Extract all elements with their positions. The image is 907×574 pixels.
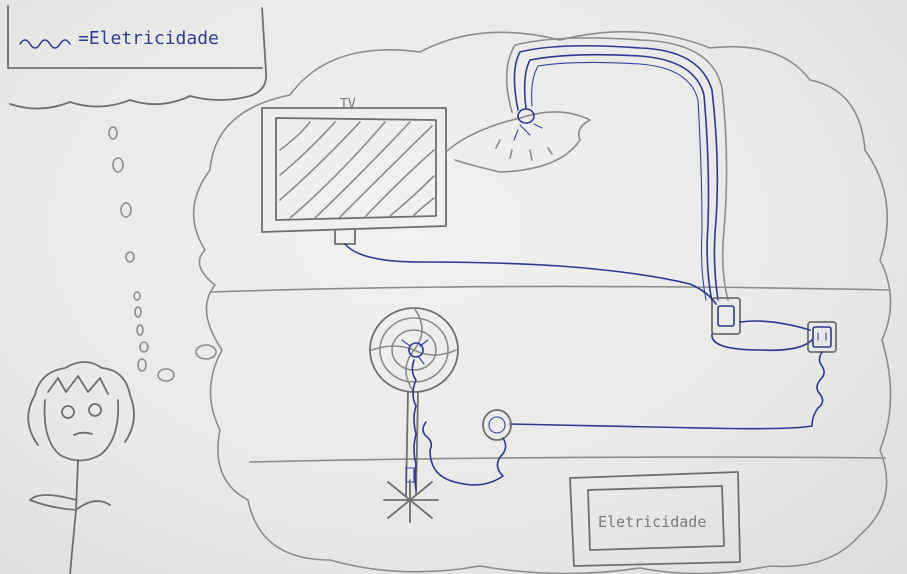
squiggle-symbol <box>20 40 70 48</box>
lamp-light-beam <box>446 112 590 172</box>
fan-base <box>384 480 438 522</box>
tv-cable <box>345 244 716 304</box>
person-neck-body <box>30 460 110 574</box>
thinking-bubbles <box>109 127 216 381</box>
legend-text: =Eletricidade <box>78 28 219 49</box>
outlet-cable <box>510 352 824 429</box>
person-right-eye <box>89 404 101 416</box>
tv-screen-hatching <box>280 122 434 218</box>
electricity-sign: Eletricidade <box>570 472 740 566</box>
person-left-eye <box>62 406 74 418</box>
lamp-wiring <box>507 38 728 302</box>
tv-set: TV <box>262 97 446 244</box>
tv-label: TV <box>340 97 356 112</box>
legend-box: =Eletricidade <box>8 6 266 109</box>
person-mouth <box>74 433 92 435</box>
wall-line-lower <box>250 457 885 462</box>
wall-line-upper <box>212 286 890 292</box>
ceiling-lamp <box>446 109 590 172</box>
tv-stand <box>335 230 355 244</box>
standing-fan <box>370 308 458 522</box>
person-face <box>45 400 119 461</box>
wall-switch <box>712 298 812 350</box>
sign-text: Eletricidade <box>598 513 706 531</box>
wall-outlet-right <box>740 321 836 352</box>
floor-socket <box>423 410 511 485</box>
thinking-person <box>28 362 134 574</box>
tv-frame <box>262 108 446 232</box>
